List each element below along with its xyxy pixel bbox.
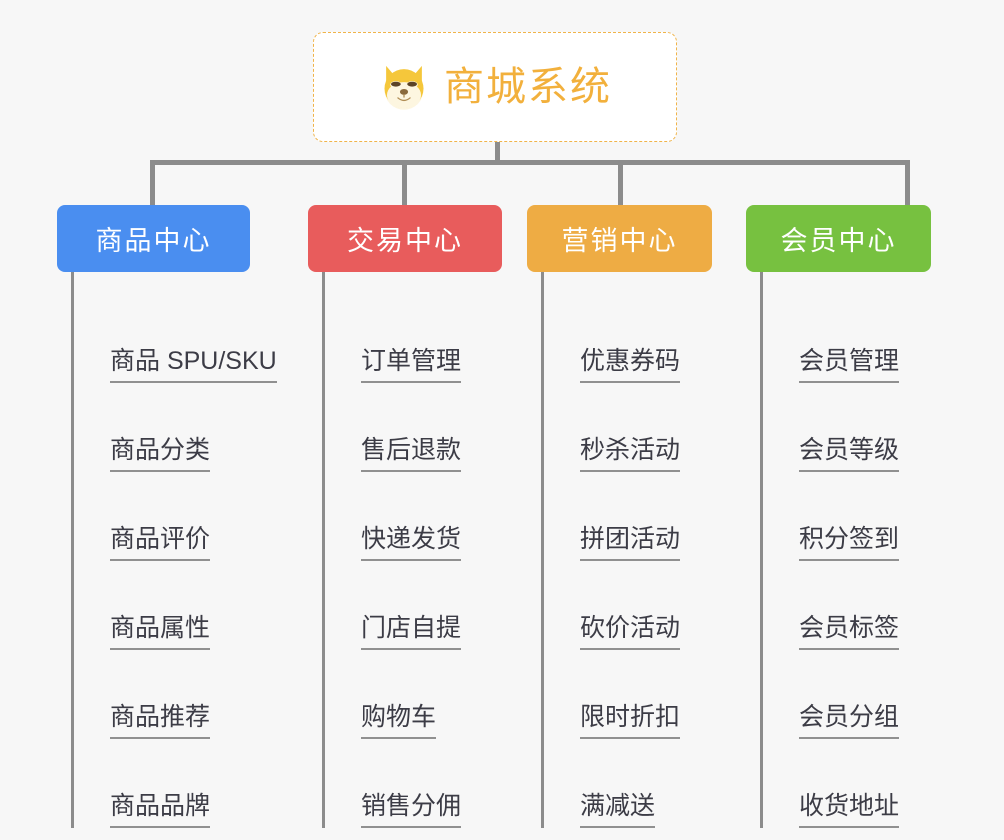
list-item[interactable]: 拼团活动 [544,472,712,561]
list-item-label: 售后退款 [361,436,462,472]
branch-column-1: 商品中心 商品 SPU/SKU 商品分类 商品评价 商品属性 商品推荐 商品品牌 [57,205,277,828]
list-item-label: 销售分佣 [361,792,462,828]
list-item-label: 商品品牌 [110,792,211,828]
list-item[interactable]: 购物车 [325,650,502,739]
list-item-label: 积分签到 [799,525,900,561]
list-item[interactable]: 商品品牌 [74,739,250,828]
list-item[interactable]: 收货地址 [763,739,931,828]
list-item[interactable]: 商品分类 [74,383,250,472]
list-item[interactable]: 砍价活动 [544,561,712,650]
connector-drop-4 [905,160,910,205]
list-item-label: 砍价活动 [580,614,681,650]
connector-drop-2 [402,160,407,205]
list-item-label: 购物车 [361,703,437,739]
branch-header-3[interactable]: 营销中心 [527,205,712,272]
list-item-label: 会员等级 [799,436,900,472]
branch-items-2: 订单管理 售后退款 快递发货 门店自提 购物车 销售分佣 [322,272,502,828]
list-item[interactable]: 会员分组 [763,650,931,739]
list-item[interactable]: 商品评价 [74,472,250,561]
list-item[interactable]: 销售分佣 [325,739,502,828]
list-item-label: 限时折扣 [580,703,681,739]
branch-items-1: 商品 SPU/SKU 商品分类 商品评价 商品属性 商品推荐 商品品牌 [71,272,277,828]
list-item[interactable]: 积分签到 [763,472,931,561]
root-title: 商城系统 [444,65,612,109]
list-item[interactable]: 优惠券码 [544,294,712,383]
branch-items-3: 优惠券码 秒杀活动 拼团活动 砍价活动 限时折扣 满减送 [541,272,712,828]
list-item-label: 订单管理 [361,347,462,383]
branch-header-4[interactable]: 会员中心 [746,205,931,272]
list-item[interactable]: 快递发货 [325,472,502,561]
list-item[interactable]: 订单管理 [325,294,502,383]
list-item[interactable]: 商品推荐 [74,650,250,739]
list-item-label: 商品分类 [110,436,211,472]
connector-drop-3 [618,160,623,205]
list-item[interactable]: 商品属性 [74,561,250,650]
list-item-label: 收货地址 [799,792,900,828]
connector-bus [150,160,910,165]
branch-header-1[interactable]: 商品中心 [57,205,250,272]
list-item-label: 商品评价 [110,525,211,561]
list-item[interactable]: 门店自提 [325,561,502,650]
connector-stem [495,142,500,163]
list-item-label: 秒杀活动 [580,436,681,472]
branch-column-4: 会员中心 会员管理 会员等级 积分签到 会员标签 会员分组 收货地址 [746,205,931,828]
dog-face-icon [384,65,424,110]
list-item[interactable]: 商品 SPU/SKU [74,294,277,383]
branch-header-2[interactable]: 交易中心 [308,205,502,272]
list-item-label: 门店自提 [361,614,462,650]
list-item-label: 会员标签 [799,614,900,650]
connector-drop-1 [150,160,155,205]
list-item-label: 优惠券码 [580,347,681,383]
branch-items-4: 会员管理 会员等级 积分签到 会员标签 会员分组 收货地址 [760,272,931,828]
list-item[interactable]: 限时折扣 [544,650,712,739]
list-item[interactable]: 秒杀活动 [544,383,712,472]
root-node[interactable]: 商城系统 [313,32,677,142]
list-item[interactable]: 会员标签 [763,561,931,650]
list-item-label: 会员管理 [799,347,900,383]
list-item[interactable]: 售后退款 [325,383,502,472]
list-item-label: 商品推荐 [110,703,211,739]
list-item[interactable]: 满减送 [544,739,712,828]
list-item-label: 商品属性 [110,614,211,650]
branch-column-2: 交易中心 订单管理 售后退款 快递发货 门店自提 购物车 销售分佣 [308,205,502,828]
list-item-label: 会员分组 [799,703,900,739]
list-item-label: 拼团活动 [580,525,681,561]
list-item-label: 商品 SPU/SKU [110,347,277,383]
list-item[interactable]: 会员等级 [763,383,931,472]
branch-column-3: 营销中心 优惠券码 秒杀活动 拼团活动 砍价活动 限时折扣 满减送 [527,205,712,828]
list-item-label: 满减送 [580,792,656,828]
list-item-label: 快递发货 [361,525,462,561]
list-item[interactable]: 会员管理 [763,294,931,383]
